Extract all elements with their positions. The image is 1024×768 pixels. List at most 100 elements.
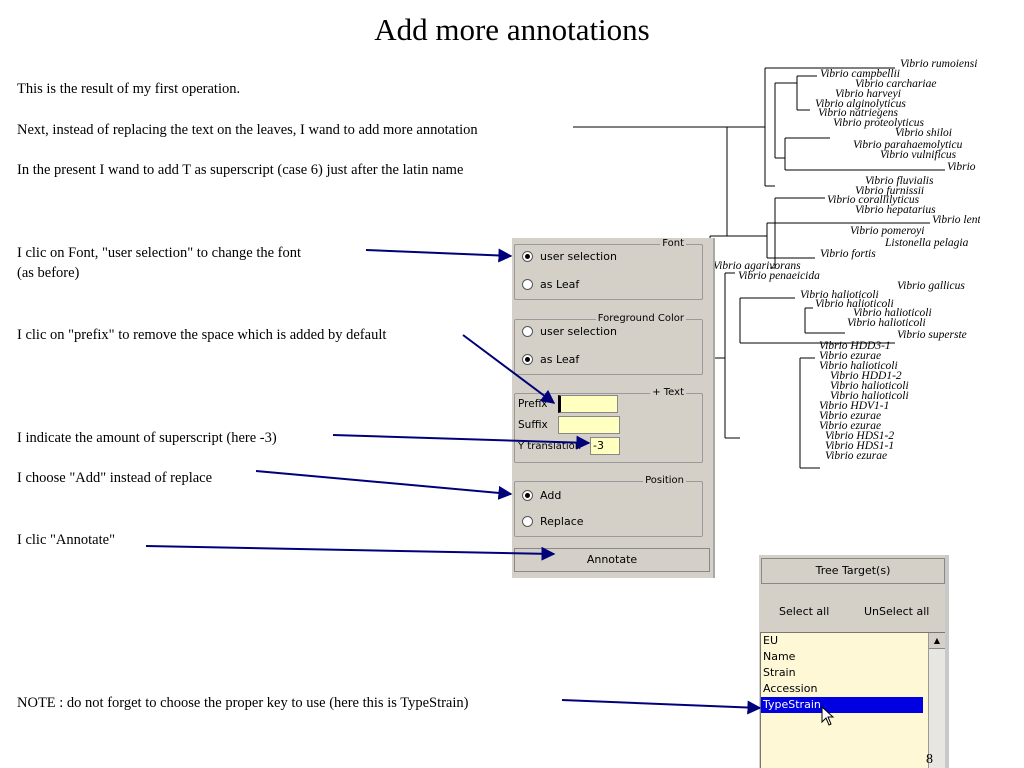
y-translation-row: Y translation -3 [518, 437, 620, 455]
position-add-label: Add [540, 489, 562, 502]
tree-leaf-label: Vibrio [947, 161, 976, 173]
radio-unchecked-icon [522, 326, 533, 337]
position-group-title: Position [643, 475, 686, 486]
note-first-operation: This is the result of my first operation… [17, 81, 241, 97]
tree-leaf-label: Vibrio halioticoli [800, 289, 879, 301]
arrow-annotate [145, 545, 556, 561]
fg-as-leaf-label: as Leaf [540, 353, 580, 366]
tree-leaf-label: Vibrio lentu [932, 214, 980, 226]
font-user-selection-label: user selection [540, 250, 617, 263]
suffix-row: Suffix [518, 416, 620, 434]
tree-leaf-label: Vibrio penaeicida [738, 270, 820, 282]
tree-leaf-label: Vibrio campbellii [820, 68, 900, 80]
y-translation-input[interactable]: -3 [590, 437, 620, 455]
tree-leaf-label: Vibrio fortis [820, 248, 876, 260]
prefix-row: Prefix [518, 395, 618, 413]
foreground-color-group: Foreground Color user selection as Leaf [514, 313, 703, 375]
text-group-title: + Text [650, 387, 686, 398]
note-add-annotation: Next, instead of replacing the text on t… [17, 122, 478, 138]
suffix-input[interactable] [558, 416, 620, 434]
arrow-add [255, 470, 513, 500]
position-group: Position Add Replace [514, 475, 703, 537]
key-list-scrollbar[interactable]: ▲ [928, 633, 945, 768]
tree-leaf-label: Vibrio ezurae [825, 450, 887, 462]
tree-leaf-label: Vibrio hepatarius [855, 204, 936, 216]
annotate-button[interactable]: Annotate [514, 548, 710, 572]
fg-as-leaf-radio[interactable]: as Leaf [522, 353, 579, 366]
tree-leaf-label: Vibrio HDD3-1 [819, 340, 891, 352]
note-superscript: In the present I wand to add T as supers… [17, 162, 464, 178]
tree-leaf-label: Vibrio fluvialis [865, 175, 934, 187]
arrow-font [365, 248, 513, 263]
tree-leaf-label: Vibrio natriegens [818, 107, 898, 119]
key-list-item-name[interactable]: Name [763, 650, 796, 663]
font-group: Font user selection as Leaf [514, 238, 703, 300]
key-list[interactable]: EU Name Strain Accession TypeStrain ▲ [760, 632, 945, 768]
note-key: NOTE : do not forget to choose the prope… [17, 695, 469, 711]
tree-leaf-label: Vibrio furnissii [855, 185, 924, 197]
radio-unchecked-icon [522, 279, 533, 290]
radio-checked-icon [522, 490, 533, 501]
page-number: 8 [926, 752, 933, 767]
tree-leaf-label: Vibrio ezurae [819, 420, 881, 432]
prefix-label: Prefix [518, 398, 548, 410]
radio-checked-icon [522, 354, 533, 365]
tree-leaf-label: Vibrio vulnificus [880, 149, 957, 161]
position-add-radio[interactable]: Add [522, 489, 561, 502]
tree-leaf-label: Vibrio pomeroyi [850, 225, 924, 237]
tree-leaf-label: Vibrio halioticoli [847, 317, 926, 329]
tree-leaf-label: Vibrio halioticoli [815, 298, 894, 310]
prefix-input[interactable] [558, 395, 618, 413]
tree-target-button[interactable]: Tree Target(s) [761, 558, 945, 584]
arrow-typestrain [561, 699, 762, 715]
note-prefix: I clic on "prefix" to remove the space w… [17, 327, 387, 343]
tree-leaf-label: Vibrio corallilyticus [827, 194, 920, 206]
tree-leaf-label: Vibrio halioticoli [830, 390, 909, 402]
select-all-button[interactable]: Select all [779, 605, 830, 618]
tree-leaf-label: Vibrio proteolyticus [833, 117, 925, 129]
tree-leaf-label: Vibrio halioticoli [819, 360, 898, 372]
position-replace-radio[interactable]: Replace [522, 515, 584, 528]
fg-user-selection-radio[interactable]: user selection [522, 325, 617, 338]
text-group: + Text Prefix Suffix Y translation -3 [514, 387, 703, 463]
mouse-cursor-icon [821, 706, 835, 726]
tree-leaf-label: Vibrio shiloi [895, 127, 952, 139]
fg-user-selection-label: user selection [540, 325, 617, 338]
tree-leaf-label: Vibrio ezurae [819, 350, 881, 362]
radio-unchecked-icon [522, 516, 533, 527]
tree-leaf-label: Vibrio agarivorans [713, 260, 801, 272]
note-add-choice: I choose "Add" instead of replace [17, 470, 213, 486]
key-list-item-eu[interactable]: EU [763, 634, 779, 647]
tree-leaf-label: Vibrio HDS1-1 [825, 440, 894, 452]
suffix-label: Suffix [518, 419, 548, 431]
tree-leaf-label: Vibrio parahaemolyticu [853, 139, 963, 151]
tree-leaf-label: Vibrio rumoiensi [900, 58, 977, 70]
scroll-up-arrow-icon[interactable]: ▲ [929, 633, 945, 649]
annotation-panel: Font user selection as Leaf Foreground C… [512, 238, 715, 578]
key-list-item-accession[interactable]: Accession [763, 682, 818, 695]
note-annotate: I clic "Annotate" [17, 532, 115, 548]
font-as-leaf-radio[interactable]: as Leaf [522, 278, 579, 291]
tree-leaf-label: Vibrio alginolyticus [815, 98, 906, 110]
key-list-item-typestrain[interactable]: TypeStrain [761, 697, 923, 713]
tree-leaf-label: Vibrio superste [897, 329, 967, 341]
foreground-color-title: Foreground Color [595, 313, 686, 324]
radio-checked-icon [522, 251, 533, 262]
tree-leaf-label: Vibrio ezurae [819, 410, 881, 422]
tree-leaf-label: Vibrio halioticoli [830, 380, 909, 392]
tree-leaf-label: Vibrio carchariae [855, 78, 936, 90]
note-superscript-amount: I indicate the amount of superscript (he… [17, 430, 277, 446]
key-list-item-strain[interactable]: Strain [763, 666, 796, 679]
y-translation-label: Y translation [518, 440, 582, 452]
font-user-selection-radio[interactable]: user selection [522, 250, 617, 263]
tree-leaf-label: Vibrio harveyi [835, 88, 901, 100]
position-replace-label: Replace [540, 515, 584, 528]
tree-leaf-label: Vibrio halioticoli [853, 307, 932, 319]
tree-target-panel: Tree Target(s) Select all UnSelect all E… [759, 555, 949, 768]
slide-title: Add more annotations [374, 12, 650, 47]
tree-leaf-label: Vibrio HDS1-2 [825, 430, 894, 442]
unselect-all-button[interactable]: UnSelect all [864, 605, 930, 618]
tree-leaf-label: Listonella pelagia [884, 237, 969, 249]
tree-leaf-label: Vibrio HDV1-1 [819, 400, 889, 412]
